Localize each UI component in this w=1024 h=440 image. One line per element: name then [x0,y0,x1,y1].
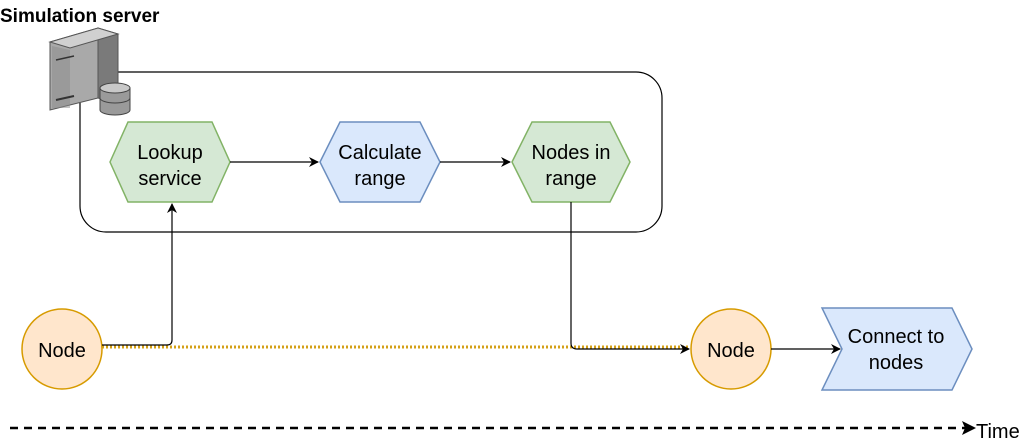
lookup-service-label-line2: service [138,168,201,190]
connect-label-line2: nodes [869,352,924,374]
connect-label-line1: Connect to [848,326,945,348]
nodes-in-range-label-line1: Nodes in [532,142,611,164]
server-icon [48,27,131,116]
calculate-range-label-line2: range [354,168,405,190]
left-node: Node [21,308,103,390]
server-title: Simulation server [0,6,160,27]
nodes-in-range-step: Nodes in range [511,121,631,203]
right-node-label: Node [707,340,755,362]
calculate-range-label-line1: Calculate [338,142,421,164]
lookup-service-step: Lookup service [109,121,231,203]
arrow-node-to-lookup [102,203,177,346]
timeline-label: Time [976,421,1020,440]
left-node-label: Node [38,340,86,362]
server-container [79,71,663,233]
timeline-arrowhead [962,421,976,435]
right-node: Node [690,308,772,390]
arrow-nodes-in-range-to-node [570,202,690,354]
lookup-service-label-line1: Lookup [137,142,203,164]
calculate-range-step: Calculate range [319,121,441,203]
nodes-in-range-label-line2: range [545,168,596,190]
connect-to-nodes-step: Connect to nodes [820,307,973,391]
